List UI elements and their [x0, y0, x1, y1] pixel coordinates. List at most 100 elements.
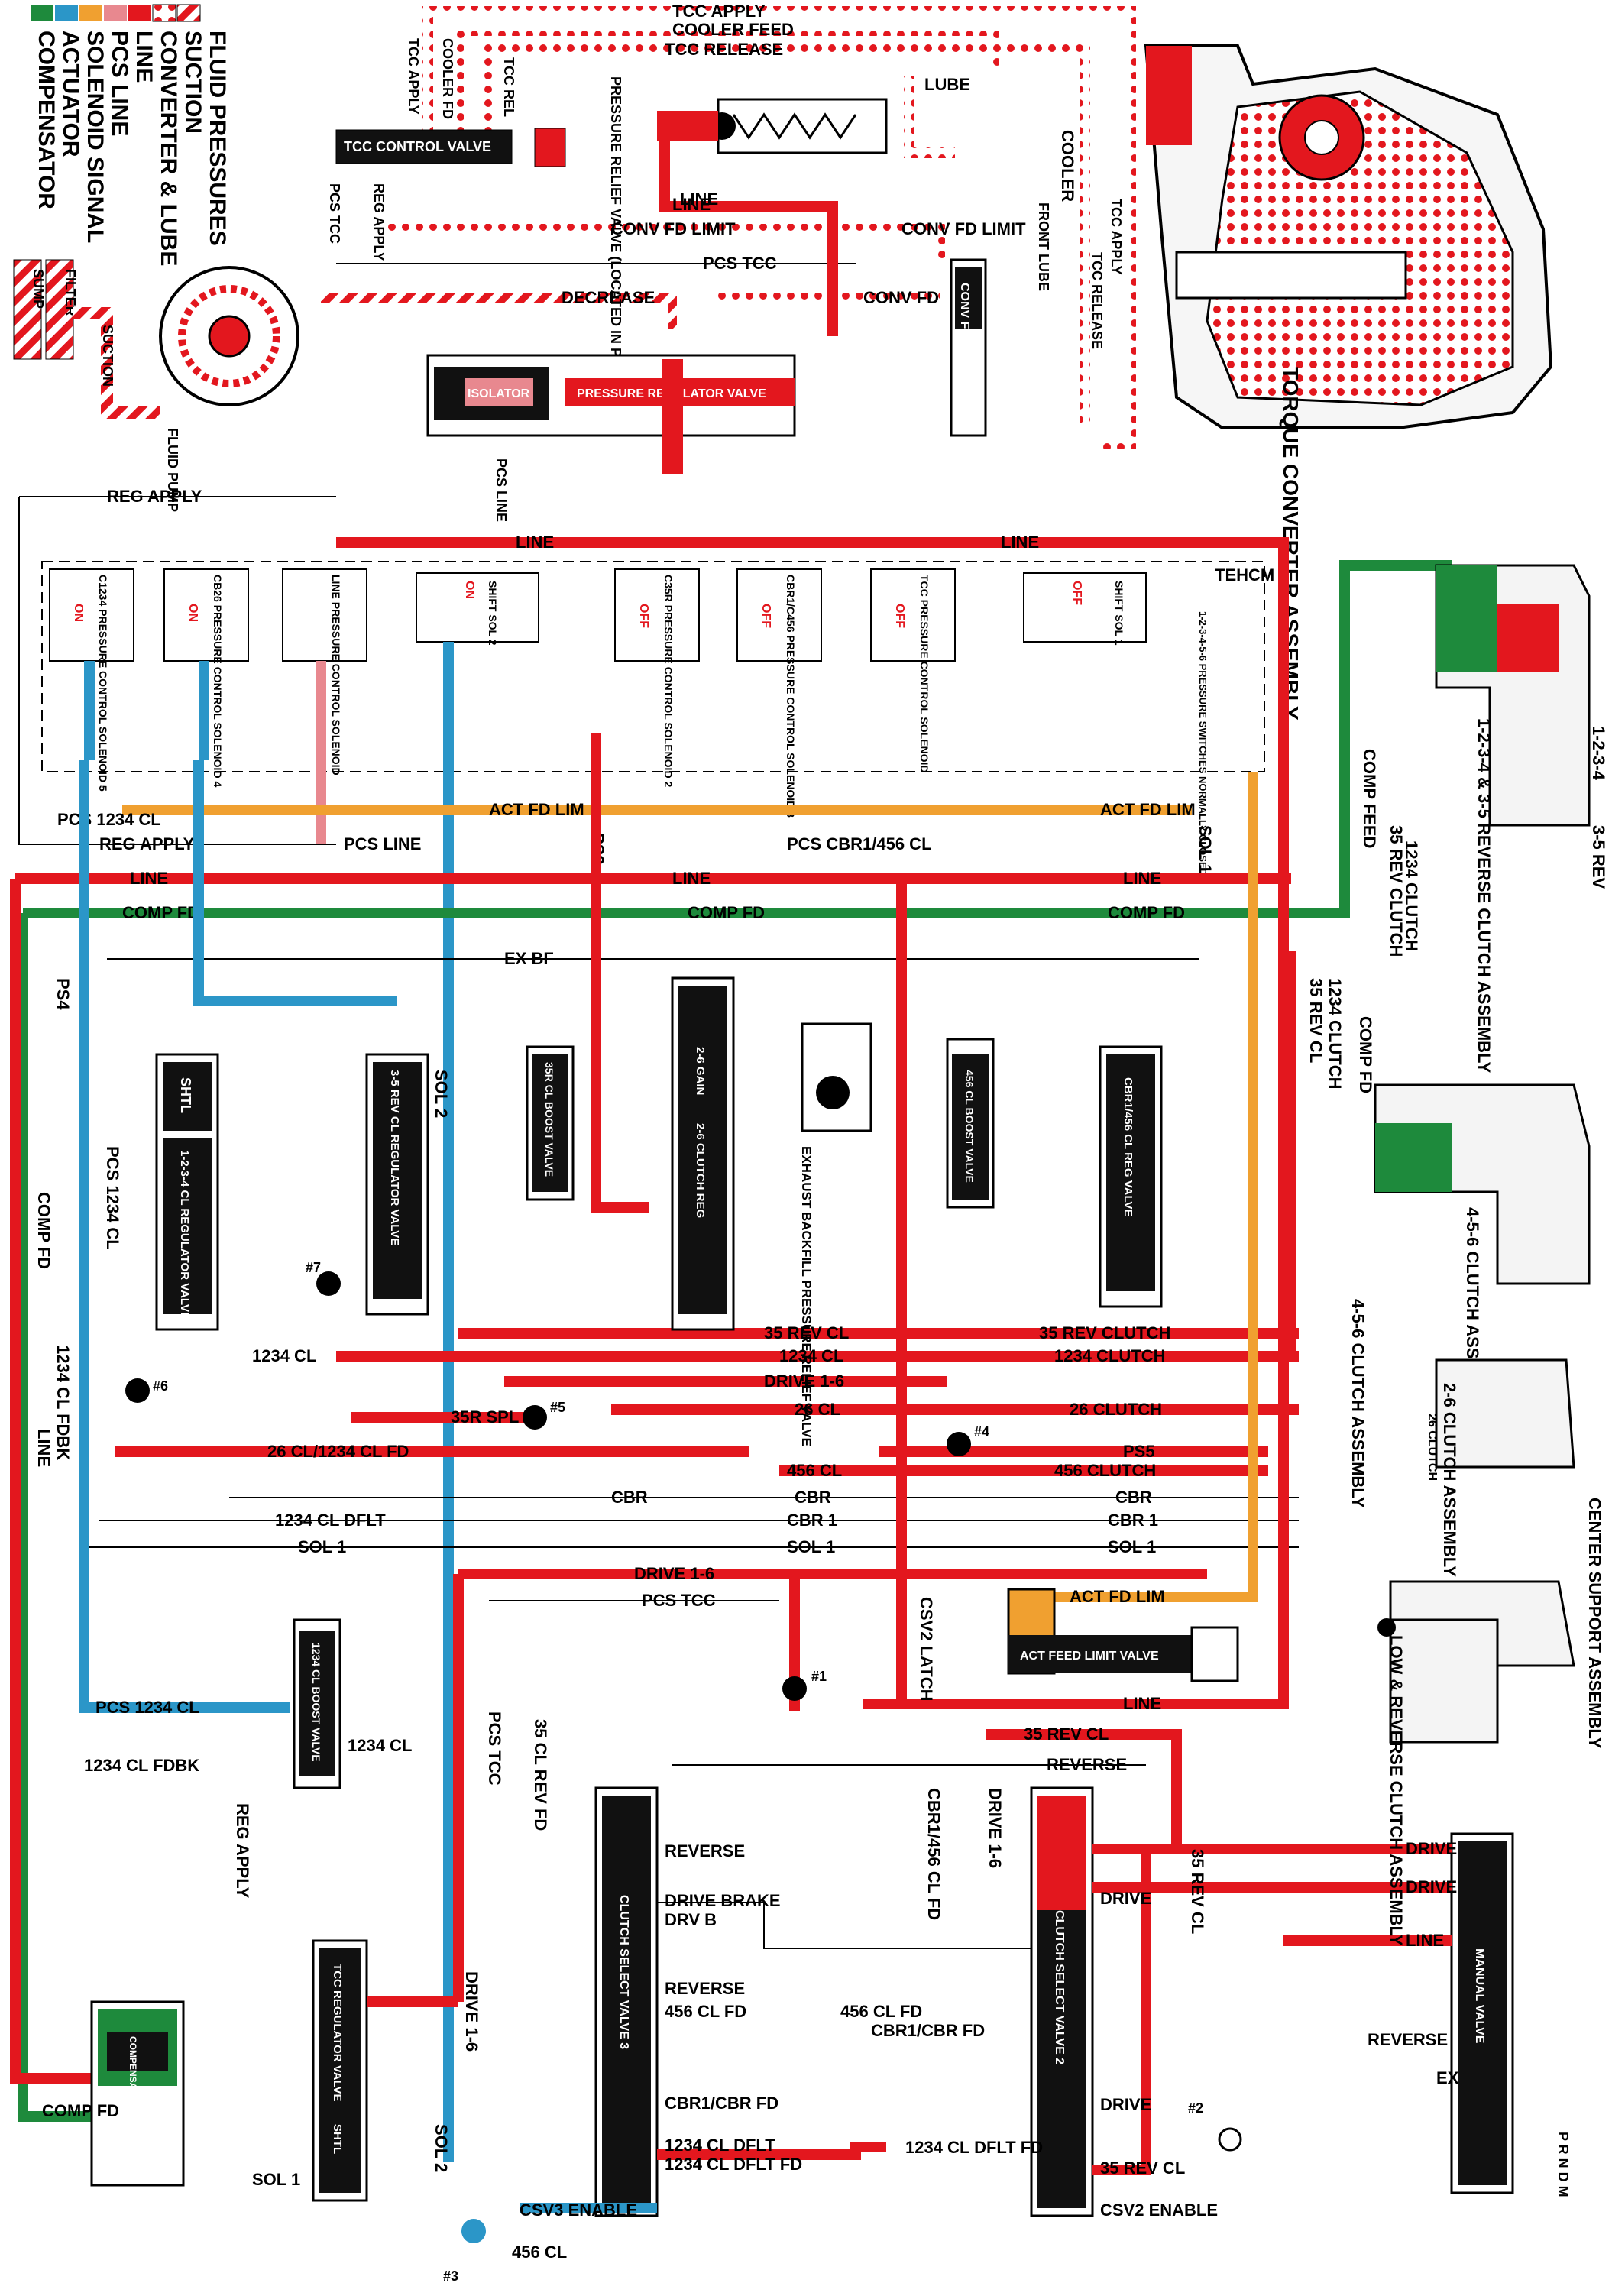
legend: FLUID PRESSURES SUCTION CONVERTER & LUBE… — [31, 4, 230, 266]
solenoid-3-name: LINE PRESSURE CONTROL SOLENOID — [330, 575, 342, 776]
check-ball-6-label: #6 — [153, 1378, 168, 1394]
pcs1234-vert — [79, 760, 290, 1713]
legend-suction-swatch — [176, 4, 201, 22]
sol1-vert-label: SOL 1 — [1196, 825, 1215, 873]
clutch26-label: 26 CLUTCH — [1070, 1400, 1162, 1419]
tehcm-label: TEHCM — [1215, 565, 1274, 585]
decrease-line — [321, 293, 677, 329]
valve-1234-boost-label: 1234 CL BOOST VALVE — [310, 1643, 322, 1762]
check-ball-3-label: #3 — [443, 2268, 458, 2284]
rev35-clutch-label: 35 REV CLUTCH — [1039, 1323, 1170, 1342]
act-fd-lim-lower-label: ACT FD LIM — [1070, 1587, 1165, 1606]
valve-26-reg: 2-6 CLUTCH REG 2-6 GAIN — [671, 976, 735, 1331]
valve-cbr1-reg: CBR1/456 CL REG VALVE — [1099, 1045, 1163, 1308]
valve-35-rev-reg: 3-5 REV CL REGULATOR VALVE — [365, 1053, 429, 1316]
ps4-label: PS4 — [53, 978, 73, 1010]
line-main-label: LINE — [130, 869, 168, 888]
pressure-relief-line-label: LINE — [680, 189, 718, 209]
solenoid-8-name: SHIFT SOL 1 — [1113, 581, 1125, 646]
valve-1234-reg: SHTL 1-2-3-4 CL REGULATOR VALVE — [155, 1053, 219, 1331]
csv2-enable-label: CSV2 ENABLE — [1100, 2200, 1218, 2220]
pcs-tcc-lower-label: PCS TCC — [485, 1711, 504, 1786]
drive16-label: DRIVE 1-6 — [764, 1371, 844, 1391]
pcs-line-top-label: PCS LINE — [494, 458, 509, 522]
comp-fd-label-3: COMP FD — [1108, 903, 1185, 922]
torque-converter-group: TORQUE CONVERTER ASSEMBLY — [1144, 44, 1553, 721]
cl456-label: 456 CL — [787, 1461, 842, 1480]
comp-fd-reg-valve: COMPENSATOR FD REG VALVE — [90, 2000, 185, 2187]
legend-suction: SUCTION — [180, 31, 206, 134]
pcs-tcc-top-label: PCS TCC — [703, 254, 777, 273]
check-ball-6 — [125, 1378, 150, 1403]
pressure-relief-label: PRESSURE RELIEF VALVE (LOCATED IN PUMP) — [608, 76, 623, 392]
solenoid-8: SHIFT SOL 1 OFF — [1023, 572, 1147, 646]
check-ball-4-label: #4 — [974, 1424, 989, 1439]
manual-valve: MANUAL VALVE P R N D M — [1450, 1832, 1571, 2197]
decrease-label: DECREASE — [562, 288, 655, 307]
tcc-apply-vert-label: TCC APPLY — [406, 38, 421, 115]
tcc-rel-label: TCC REL — [501, 57, 516, 117]
ex-bf-label: EX BF — [504, 949, 554, 968]
line-lower-label: LINE — [1123, 1694, 1161, 1713]
tcc-release-label: TCC RELEASE — [665, 40, 783, 59]
ps3-vert — [591, 733, 649, 1213]
pressure-switch-label: 1-2-3-4-5-6 PRESSURE SWITCHES NORMALLY C… — [1197, 611, 1209, 876]
reverse-lower-label: REVERSE — [1047, 1755, 1127, 1774]
reverse-clutch-assembly: 1-2-3-4 3-5 REV 1-2-3-4 & 3-5 REVERSE CL… — [1435, 564, 1608, 1073]
pcs-tcc-vert-label: PCS TCC — [327, 183, 342, 244]
csv3-enable-label: CSV3 ENABLE — [520, 2200, 637, 2220]
solenoid-4-name: SHIFT SOL 2 — [487, 581, 499, 646]
comp-fd-line — [23, 560, 1452, 918]
legend-pcs: PCS LINE — [107, 31, 132, 136]
clutch1234-label: 1234 CLUTCH — [1054, 1346, 1165, 1365]
act-feed-limit-label: ACT FEED LIMIT VALVE — [1020, 1650, 1159, 1663]
comp-feed-label: COMP FEED — [1360, 749, 1379, 848]
legend-converter: CONVERTER & LUBE — [156, 31, 181, 266]
sol2-vert-label: SOL 2 — [432, 1070, 451, 1118]
comp-fd-label: COMP FD — [122, 903, 199, 922]
cl1234-fdbk-label: 1234 CL FDBK — [53, 1345, 73, 1460]
exhaust-backfill: EXHAUST BACKFILL PRESSURE RELIEF VALVE — [799, 1022, 872, 1446]
line-top-label-2: LINE — [1001, 533, 1039, 552]
fluid-pump-inner — [178, 285, 280, 387]
suction-path — [73, 307, 160, 419]
cl1234-label-2: 1234 CL — [779, 1346, 843, 1365]
valve-26-gain-label: 2-6 GAIN — [694, 1047, 707, 1095]
low-reverse-assembly: LOW & REVERSE CLUTCH ASSEMBLY — [1377, 1618, 1499, 1946]
cbr1-cbr-fd-label: CBR1/CBR FD — [665, 2094, 778, 2113]
reg-apply-line — [18, 496, 336, 845]
legend-solenoid: SOLENOID SIGNAL — [83, 31, 108, 243]
legend-solenoid-swatch — [79, 5, 102, 21]
shift-positions: P R N D M — [1555, 2132, 1571, 2197]
cl456-lower-label: 456 CL — [512, 2243, 567, 2262]
cooler-fd-label: COOLER FD — [440, 38, 455, 119]
exhaust-backfill-label: EXHAUST BACKFILL PRESSURE RELIEF VALVE — [799, 1146, 814, 1446]
line-main-label-3: LINE — [1123, 869, 1161, 888]
sol1-label-3: SOL 1 — [1108, 1537, 1156, 1556]
cbr1-label-2: CBR 1 — [1108, 1511, 1158, 1530]
solenoid-1: C1234 PRESSURE CONTROL SOLENOID 5 ON — [49, 568, 134, 792]
reverse-manual-label: REVERSE — [1368, 2030, 1448, 2049]
act-feed-limit-valve: ACT FEED LIMIT VALVE — [1007, 1588, 1239, 1682]
solenoid-5-state: OFF — [637, 604, 650, 628]
tcc-release-vert-right: TCC RELEASE — [1089, 252, 1105, 349]
sol1-lower-label: SOL 1 — [252, 2170, 300, 2189]
conv-fd-limit-label-2: CONV FD LIMIT — [901, 219, 1026, 238]
csv2-latch-label: CSV2 LATCH — [917, 1597, 936, 1702]
check-ball-1-label: #1 — [811, 1669, 827, 1684]
top-line-red — [659, 122, 838, 336]
valve-cbr1-reg-label: CBR1/456 CL REG VALVE — [1122, 1077, 1135, 1217]
sump-filter-group: SUMP FILTER SUCTION FLUID PUMP — [13, 259, 299, 512]
line-main-label-2: LINE — [672, 869, 711, 888]
drive-csv2-label: DRIVE — [1100, 1889, 1151, 1908]
cbr-label-3: CBR — [1115, 1488, 1152, 1507]
clutch-456-assembly: 4-5-6 CLUTCH ASSEMBLY — [1374, 1083, 1591, 1417]
r35-spl-label: 35R SPL — [451, 1407, 519, 1426]
cbr-label-2: CBR — [795, 1488, 831, 1507]
cl456-fd-2-label: 456 CL FD — [840, 2002, 922, 2021]
clutch-26-assembly: 2-6 CLUTCH ASSEMBLY 26 CLUTCH — [1426, 1358, 1575, 1577]
pcs1234-vert-label: PCS 1234 CL — [103, 1146, 122, 1250]
converter-circuit — [321, 6, 1136, 449]
r35-rev-clutch-label: 35 REV CLUTCH — [1387, 825, 1406, 957]
torque-converter-front — [1146, 46, 1192, 145]
